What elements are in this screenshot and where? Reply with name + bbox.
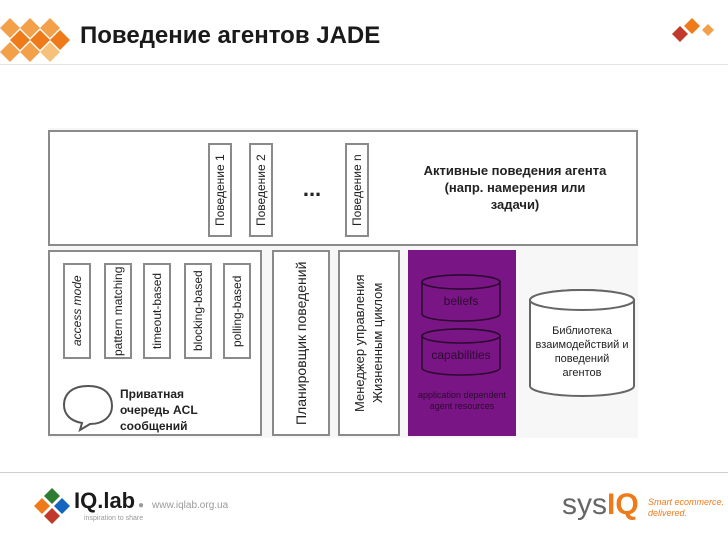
speech-bubble-icon bbox=[62, 384, 114, 432]
access-mode-box: access mode bbox=[63, 263, 91, 359]
beliefs-label: beliefs bbox=[443, 294, 479, 308]
iqlab-logo-icon bbox=[34, 488, 70, 524]
diamond-logo-icon bbox=[672, 18, 714, 42]
scheduler-box: Планировщик поведений bbox=[272, 250, 330, 436]
blocking-based-box: blocking-based bbox=[184, 263, 212, 359]
sysiq-tagline-1: Smart ecommerce. bbox=[648, 497, 725, 507]
iqlab-logo: IQ.lab bbox=[74, 488, 136, 513]
sysiq-logo-sys: sys bbox=[562, 488, 607, 521]
database-cylinder-icon bbox=[529, 289, 635, 397]
behaviours-ellipsis: ... bbox=[302, 176, 322, 201]
lifecycle-manager-box: Менеджер управления Жизненным циклом bbox=[338, 250, 400, 436]
iqlab-tagline: inspiration to share bbox=[84, 515, 144, 522]
footer-divider bbox=[0, 472, 728, 473]
active-behaviours-label: Активные поведения агента (напр. намерен… bbox=[423, 163, 607, 212]
sysiq-logo: sysIQ bbox=[562, 488, 639, 522]
behaviour-1-box: Поведение 1 bbox=[208, 143, 232, 237]
sysiq-logo-iq: IQ bbox=[607, 488, 639, 521]
behaviour-2-box: Поведение 2 bbox=[249, 143, 273, 237]
title-divider bbox=[0, 64, 728, 65]
app-resources-label: application dependent agent resources bbox=[417, 390, 507, 411]
library-label: Библиотека взаимодействий и поведений аг… bbox=[535, 325, 629, 379]
sysiq-tagline-2: delivered. bbox=[648, 508, 688, 518]
diamond-pattern-icon bbox=[0, 18, 70, 62]
behaviour-n-box: Поведение n bbox=[345, 143, 369, 237]
footer-bullet: ● bbox=[138, 500, 145, 511]
database-cylinder-icon bbox=[421, 274, 501, 322]
pattern-matching-box: pattern matching bbox=[104, 263, 132, 359]
polling-based-box: polling-based bbox=[223, 263, 251, 359]
iqlab-url[interactable]: www.iqlab.org.ua bbox=[152, 500, 229, 511]
database-cylinder-icon bbox=[421, 328, 501, 376]
slide-title: Поведение агентов JADE bbox=[80, 22, 381, 49]
timeout-based-box: timeout-based bbox=[143, 263, 171, 359]
capabilities-label: capabilities bbox=[431, 348, 491, 362]
acl-queue-label: Приватная очередь ACL сообщений bbox=[120, 387, 198, 433]
active-behaviours-panel bbox=[48, 130, 638, 246]
